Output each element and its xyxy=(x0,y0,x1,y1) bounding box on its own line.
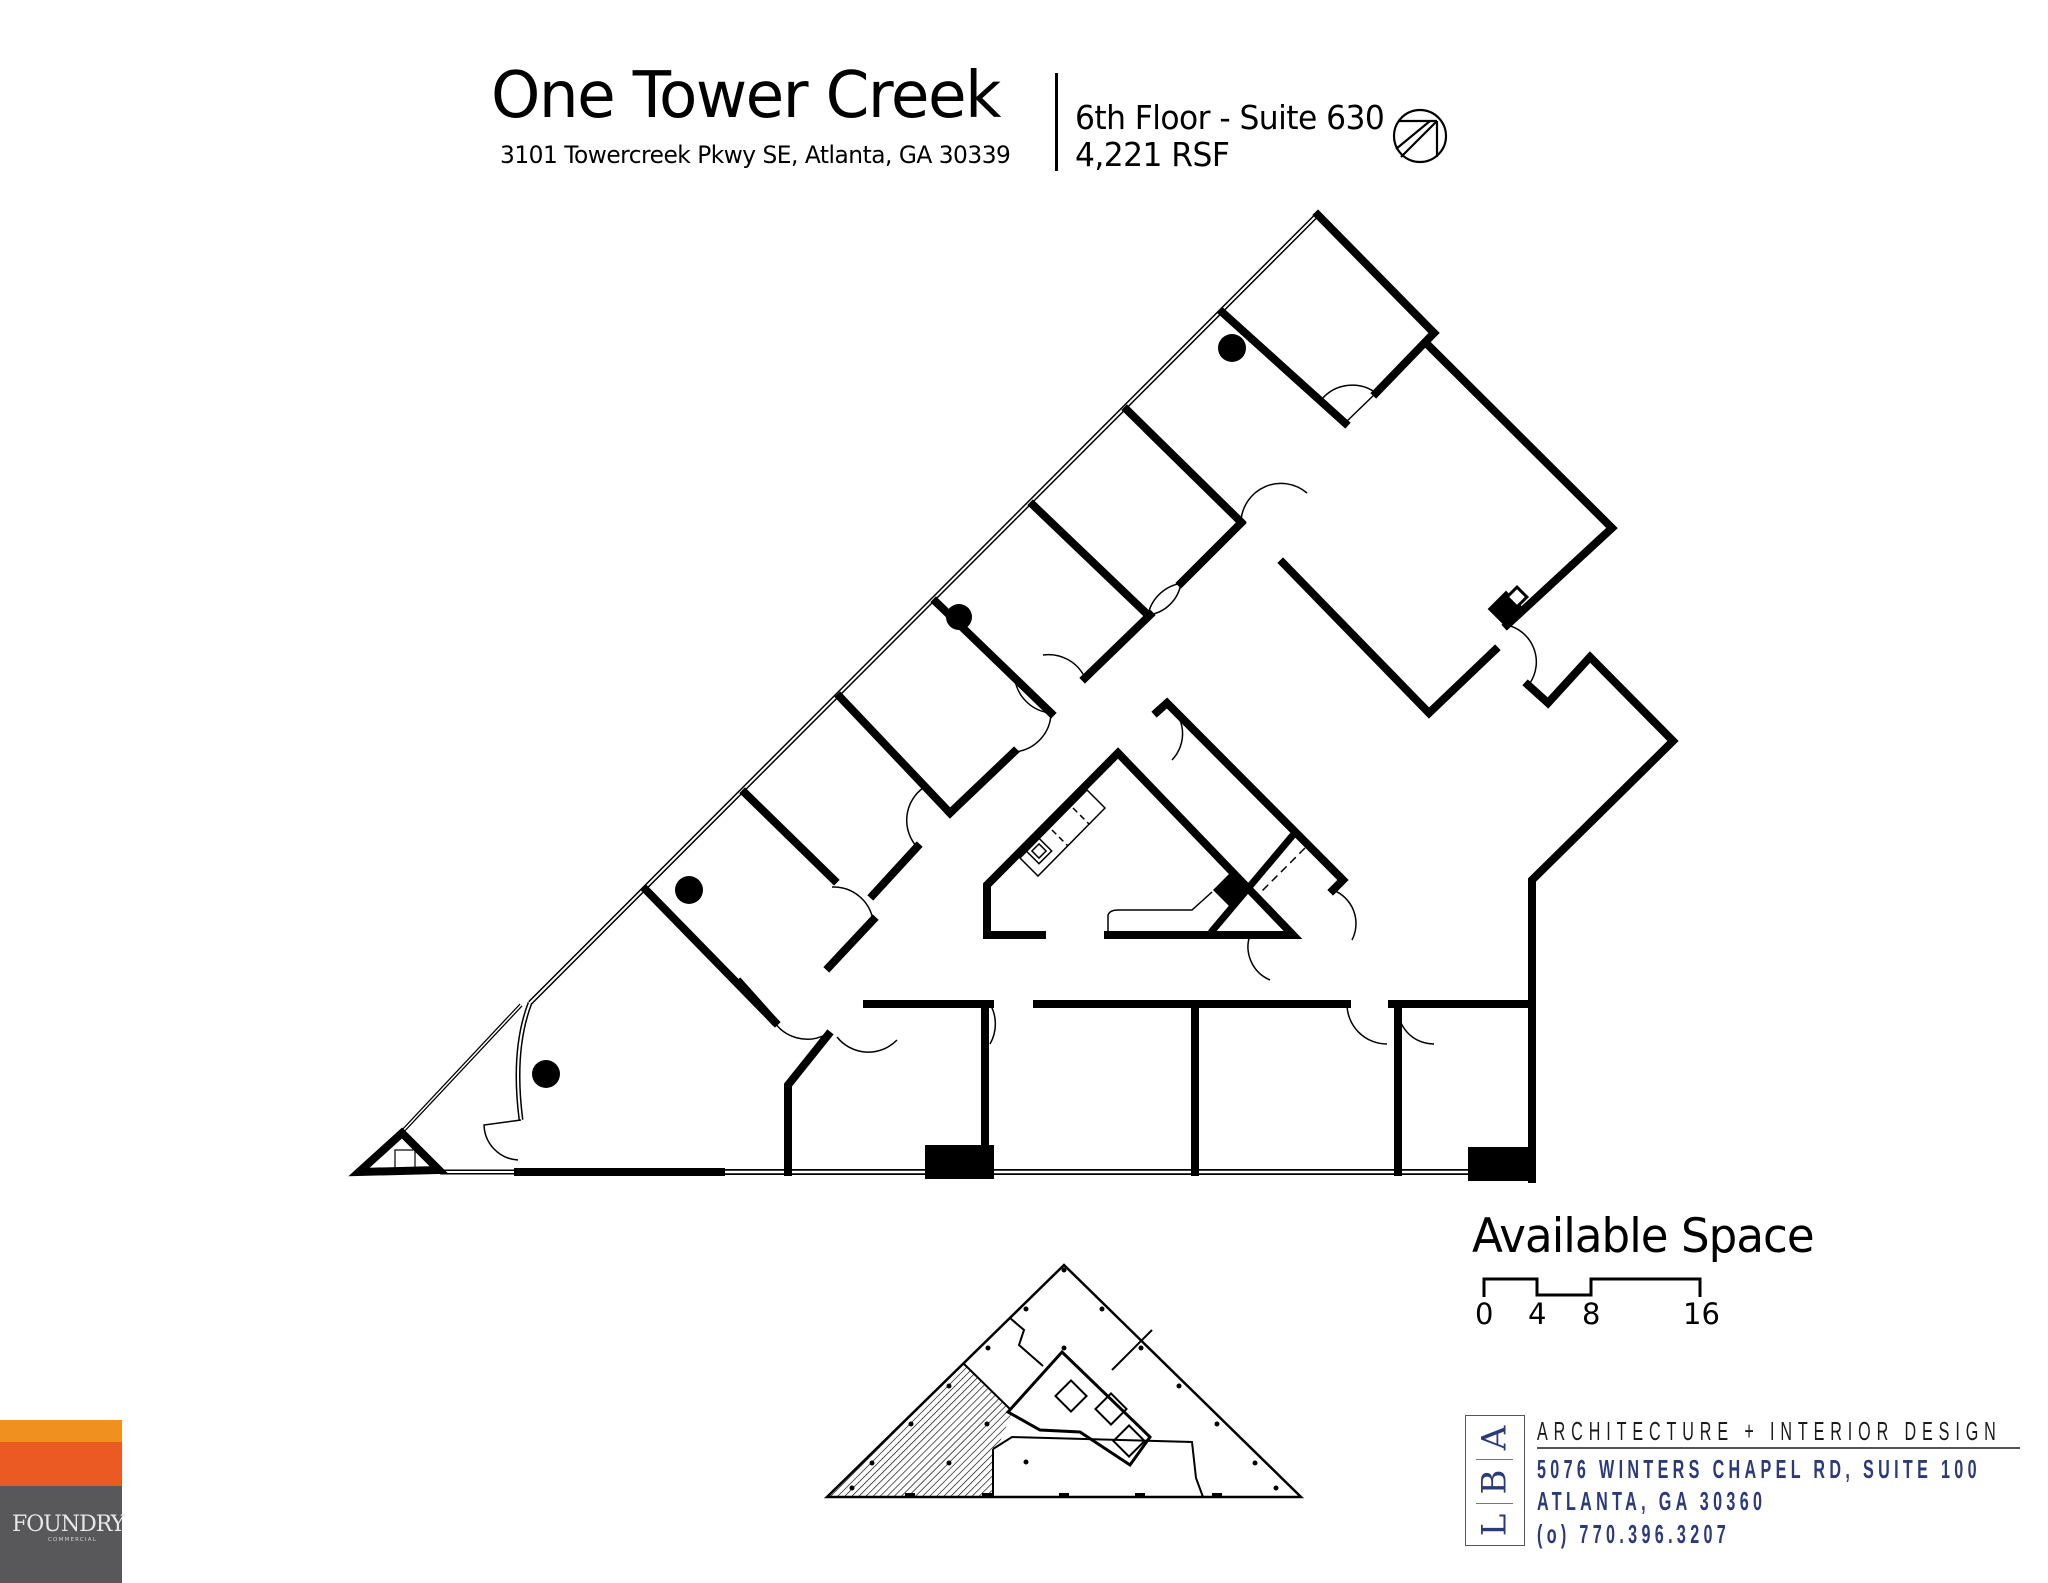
broker-subtitle: COMMERCIAL xyxy=(48,1537,97,1543)
broker-name: FOUNDRY xyxy=(12,1512,125,1537)
lba-divider xyxy=(1476,1459,1513,1460)
architect-underline xyxy=(1537,1447,2020,1449)
doors xyxy=(483,384,1538,1161)
walls xyxy=(348,209,1679,1183)
building-name: One Tower Creek xyxy=(491,59,1001,133)
lba-letter-a: A xyxy=(1474,1425,1515,1450)
key-plan xyxy=(823,1263,1305,1499)
legend-title: Available Space xyxy=(1472,1209,1815,1264)
logo-band-mid xyxy=(0,1442,122,1486)
building-address: 3101 Towercreek Pkwy SE, Atlanta, GA 303… xyxy=(500,141,1011,169)
header-divider xyxy=(1055,73,1058,171)
lba-letter-b: B xyxy=(1474,1469,1515,1494)
foundry-commercial-logo: FOUNDRY COMMERCIAL xyxy=(0,1420,125,1583)
logo-band-top xyxy=(0,1420,122,1442)
scale-tick-16: 16 xyxy=(1683,1297,1720,1331)
floor-suite-label: 6th Floor - Suite 630 xyxy=(1075,98,1385,137)
lba-divider xyxy=(1476,1503,1513,1504)
architect-address-line1: 5076 WINTERS CHAPEL RD, SUITE 100 xyxy=(1537,1454,1981,1484)
scale-tick-0: 0 xyxy=(1475,1297,1494,1331)
columns xyxy=(532,334,1246,1088)
scale-bar xyxy=(1482,1277,1702,1297)
lba-letter-l: L xyxy=(1474,1513,1515,1536)
kitchen-counter xyxy=(1018,788,1306,935)
architect-phone: (o) 770.396.3207 xyxy=(1537,1519,1731,1549)
rentable-area-label: 4,221 RSF xyxy=(1075,135,1230,174)
lba-logo: A B L xyxy=(1465,1415,1525,1546)
north-arrow-icon xyxy=(1392,108,1448,164)
logo-base: FOUNDRY COMMERCIAL xyxy=(0,1486,125,1583)
scale-tick-4: 4 xyxy=(1528,1297,1547,1331)
scale-tick-8: 8 xyxy=(1582,1297,1601,1331)
glass-curtain-wall xyxy=(399,212,1532,1175)
architect-address-line2: ATLANTA, GA 30360 xyxy=(1537,1486,1767,1516)
architect-tagline: ARCHITECTURE + INTERIOR DESIGN xyxy=(1537,1416,2002,1446)
